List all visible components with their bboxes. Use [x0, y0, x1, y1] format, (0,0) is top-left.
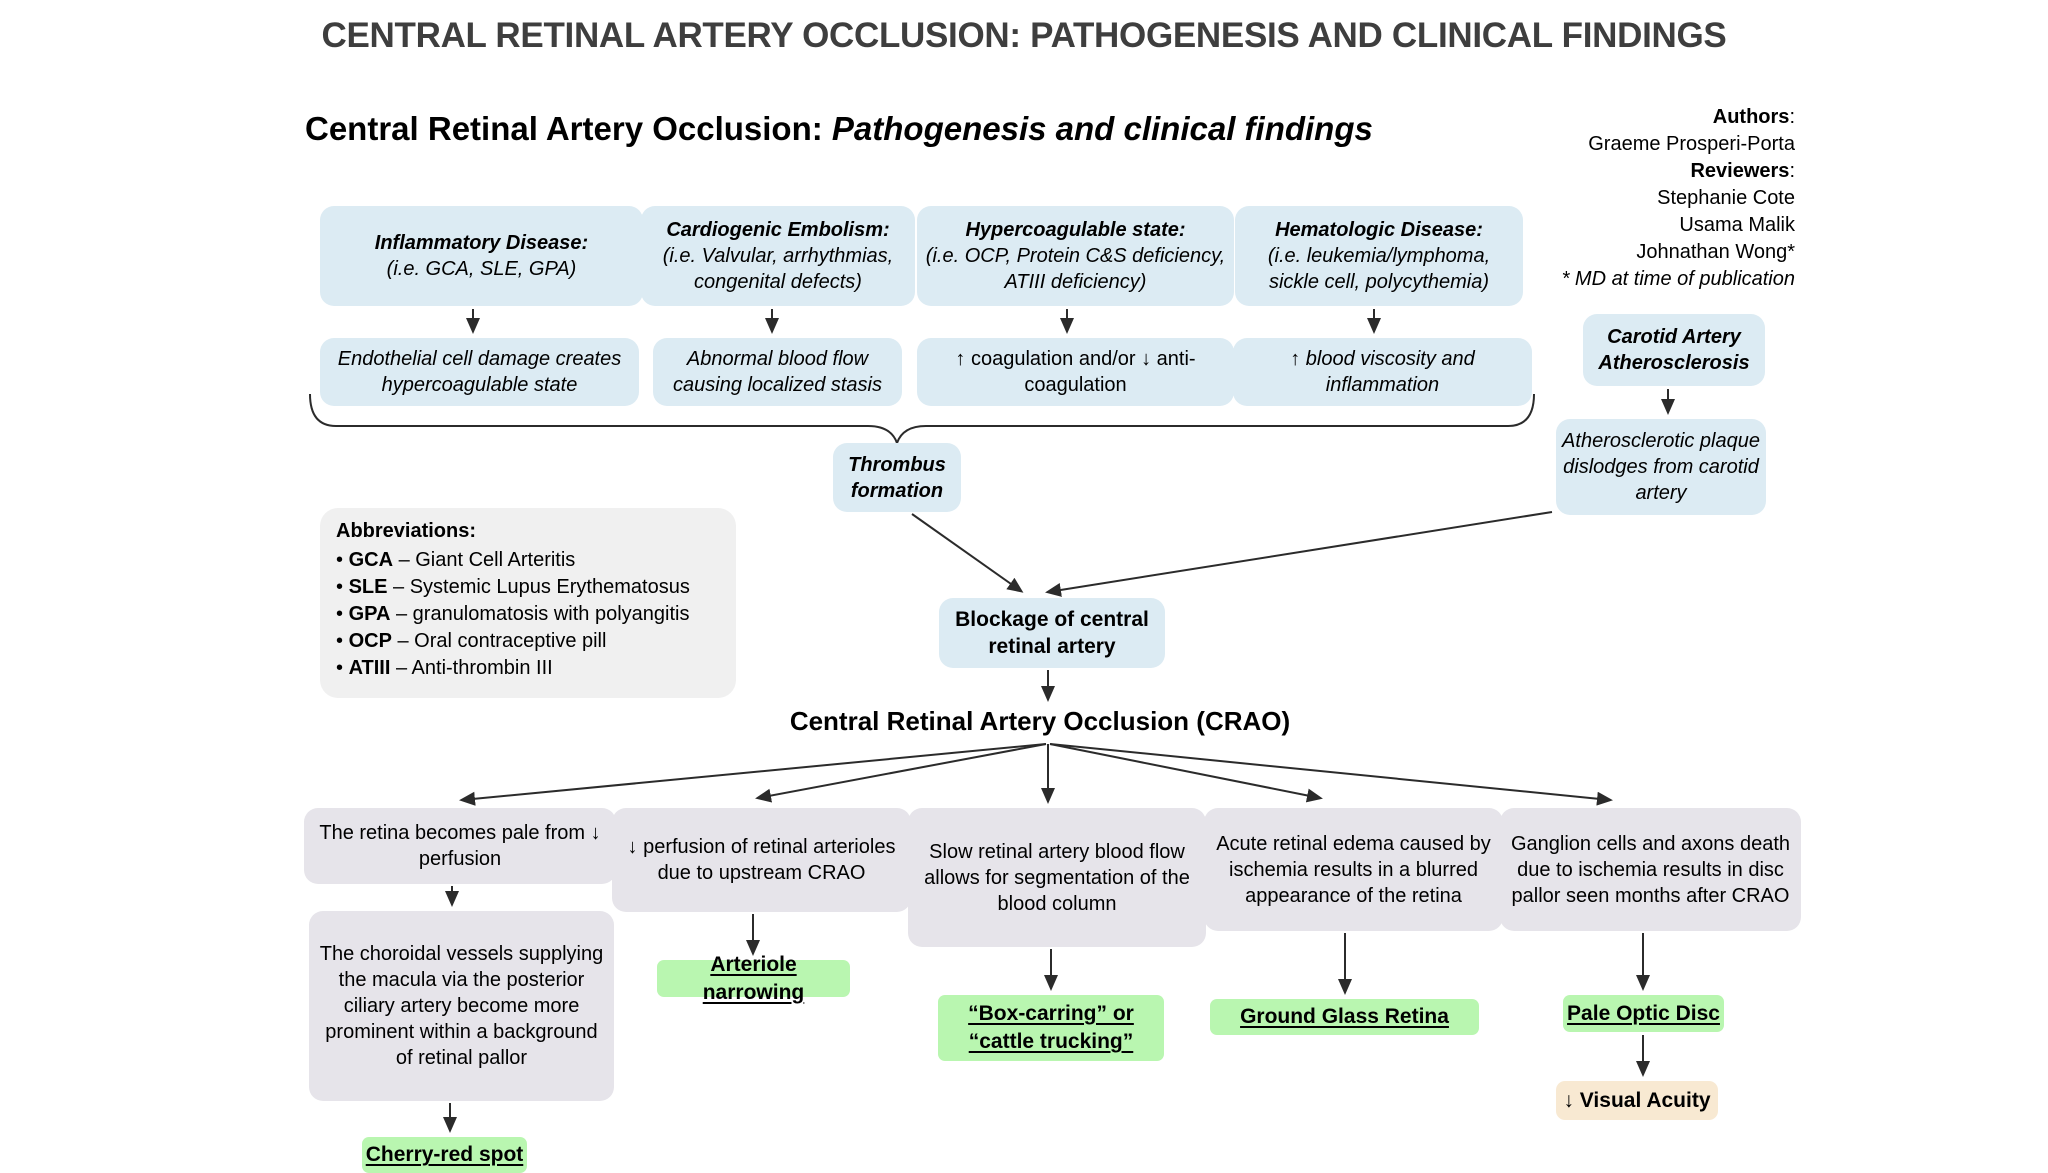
arrow-crao-to-finding5 [1049, 743, 1613, 806]
arrow-plaque-to-blockage [1045, 511, 1553, 597]
crao-heading: Central Retinal Artery Occlusion (CRAO) [789, 706, 1291, 736]
box-hypercoagulable-state: Hypercoagulable state: (i.e. OCP, Protei… [917, 206, 1234, 306]
abbreviation-item: OCP – Oral contraceptive pill [336, 628, 720, 655]
box-ganglion-death: Ganglion cells and axons death due to is… [1500, 808, 1801, 931]
abbreviations-label: Abbreviations: [336, 520, 477, 542]
arrow-crao-to-finding1 [459, 743, 1047, 806]
box-inflammatory-disease: Inflammatory Disease: (i.e. GCA, SLE, GP… [320, 206, 643, 306]
box-abnormal-blood-flow: Abnormal blood flow causing localized st… [653, 338, 902, 406]
box-carotid-atherosclerosis: Carotid Artery Atherosclerosis [1583, 314, 1765, 386]
box-detail: (i.e. leukemia/lymphoma, sickle cell, po… [1267, 245, 1491, 293]
box-cardiogenic-embolism: Cardiogenic Embolism: (i.e. Valvular, ar… [641, 206, 915, 306]
label-cherry-red-spot: Cherry-red spot [362, 1137, 527, 1173]
credits-block: Authors: Graeme Prosperi-Porta Reviewers… [1450, 104, 1795, 293]
box-thrombus-formation: Thrombus formation [833, 443, 961, 512]
abbreviations-list: GCA – Giant Cell Arteritis SLE – Systemi… [336, 547, 720, 682]
reviewer-name: Usama Malik [1679, 214, 1795, 236]
page-title: CENTRAL RETINAL ARTERY OCCLUSION: PATHOG… [321, 16, 1727, 55]
box-title: Hypercoagulable state: [965, 219, 1186, 241]
label-box-carring-line1: “Box-carring” or [968, 1001, 1134, 1025]
box-detail: (i.e. Valvular, arrhythmias, congenital … [662, 245, 894, 293]
label-box-carring: “Box-carring” or “cattle trucking” [938, 995, 1164, 1061]
label-box-carring-line2: “cattle trucking” [968, 1030, 1134, 1053]
author-name: Graeme Prosperi-Porta [1588, 133, 1795, 155]
abbreviation-item: SLE – Systemic Lupus Erythematosus [336, 574, 720, 601]
reviewer-name: Stephanie Cote [1657, 187, 1795, 209]
box-blockage-central-retinal-artery: Blockage of central retinal artery [939, 598, 1165, 668]
abbreviation-item: GCA – Giant Cell Arteritis [336, 547, 720, 574]
box-plaque-dislodges: Atherosclerotic plaque dislodges from ca… [1556, 419, 1766, 515]
arrow-thrombus-to-blockage [911, 513, 1024, 593]
label-ground-glass-retina: Ground Glass Retina [1210, 999, 1479, 1035]
box-retinal-edema: Acute retinal edema caused by ischemia r… [1204, 808, 1503, 931]
label-arteriole-narrowing: Arteriole narrowing [657, 953, 850, 1004]
box-blood-viscosity: ↑ blood viscosity and inflammation [1233, 338, 1532, 406]
box-endothelial-damage: Endothelial cell damage creates hypercoa… [320, 338, 639, 406]
box-title: Hematologic Disease: [1275, 219, 1483, 241]
diagram-heading-subtitle: Pathogenesis and clinical findings [831, 110, 1373, 147]
box-title: Cardiogenic Embolism: [666, 219, 890, 241]
box-detail: (i.e. OCP, Protein C&S deficiency, ATIII… [925, 245, 1226, 293]
reviewer-name: Johnathan Wong* [1636, 241, 1795, 263]
box-choroidal-vessels: The choroidal vessels supplying the macu… [309, 911, 614, 1101]
diagram-heading-main: Central Retinal Artery Occlusion: [305, 110, 832, 147]
box-hematologic-disease: Hematologic Disease: (i.e. leukemia/lymp… [1235, 206, 1523, 306]
abbreviation-item: ATIII – Anti-thrombin III [336, 655, 720, 682]
box-title: Inflammatory Disease: [374, 232, 589, 254]
box-coagulation-imbalance: ↑ coagulation and/or ↓ anti-coagulation [917, 338, 1234, 406]
authors-label: Authors: [1712, 106, 1795, 128]
box-blood-column-segmentation: Slow retinal artery blood flow allows fo… [908, 808, 1206, 947]
arrow-crao-to-finding2 [755, 743, 1047, 803]
abbreviations-box: Abbreviations: GCA – Giant Cell Arteriti… [320, 508, 736, 698]
label-pale-optic-disc: Pale Optic Disc [1563, 995, 1724, 1032]
label-decreased-visual-acuity: ↓ Visual Acuity [1556, 1081, 1718, 1120]
diagram-heading: Central Retinal Artery Occlusion: Pathog… [305, 110, 1373, 148]
reviewers-label: Reviewers: [1690, 160, 1795, 182]
credits-note: * MD at time of publication [1561, 268, 1795, 290]
arrow-crao-to-finding4 [1049, 743, 1323, 803]
box-retina-pale: The retina becomes pale from ↓ perfusion [304, 808, 616, 884]
box-arteriole-perfusion: ↓ perfusion of retinal arterioles due to… [612, 808, 911, 912]
abbreviation-item: GPA – granulomatosis with polyangitis [336, 601, 720, 628]
box-detail: (i.e. GCA, SLE, GPA) [386, 258, 577, 280]
